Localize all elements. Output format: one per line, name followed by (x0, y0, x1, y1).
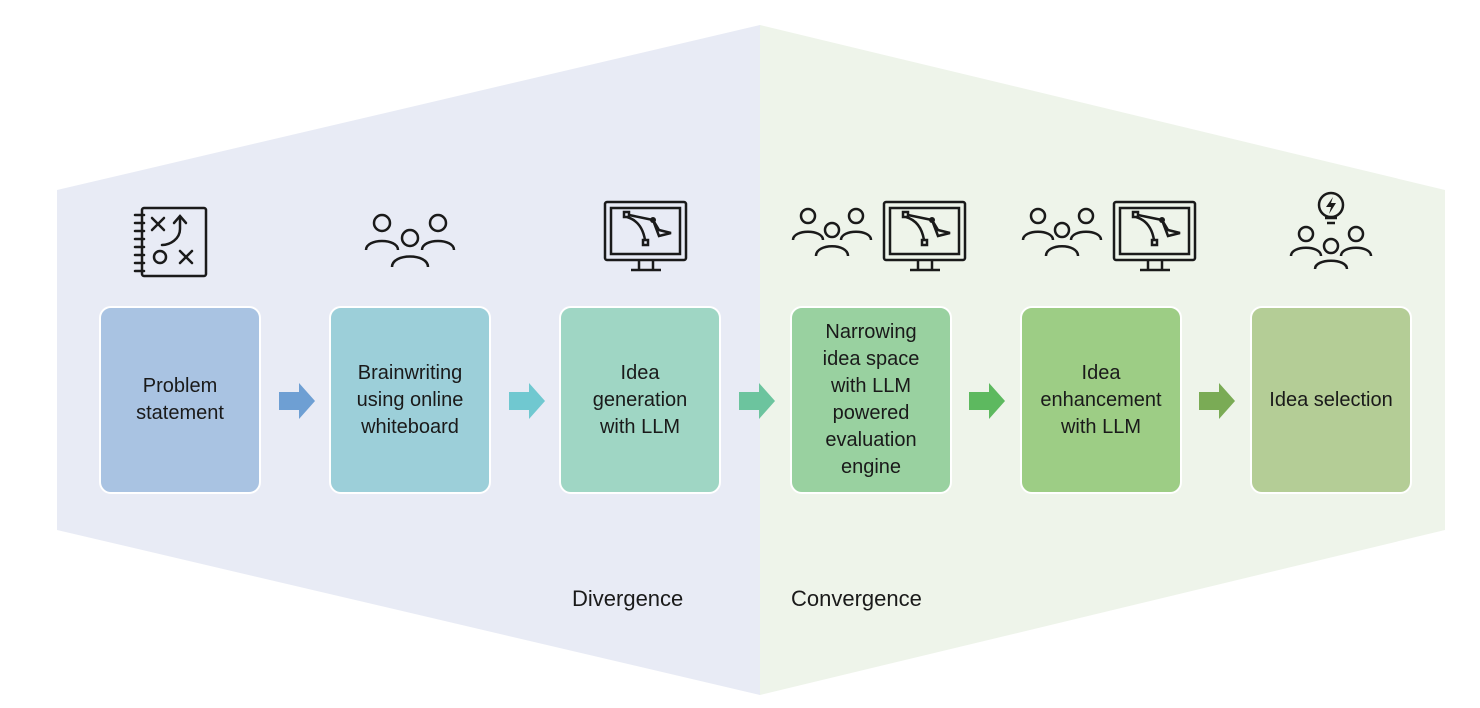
flow-arrow (969, 383, 1005, 419)
step-idea-selection: Idea selection (1250, 306, 1412, 494)
step-label: Brainwriting using online whiteboard (356, 361, 464, 438)
flow-arrow (509, 383, 545, 419)
people-computer-icon (1021, 200, 1197, 272)
people-group-icon (364, 213, 456, 268)
flow-arrow (1199, 383, 1235, 419)
step-problem-statement: Problem statement (99, 306, 261, 494)
people-computer-icon (791, 200, 967, 272)
step-brainwriting: Brainwriting using online whiteboard (329, 306, 491, 494)
step-label: Idea enhancement with LLM (1040, 361, 1162, 438)
step-narrowing-idea-space: Narrowing idea space with LLM powered ev… (790, 306, 952, 494)
convergence-label: Convergence (791, 586, 922, 611)
computer-design-icon (603, 200, 688, 272)
flow-arrow (739, 383, 775, 419)
step-label: Idea generation with LLM (592, 361, 688, 438)
step-label: Problem statement (136, 375, 224, 424)
people-idea-icon (1289, 191, 1373, 270)
flow-arrow (279, 383, 315, 419)
step-idea-generation: Idea generation with LLM (559, 306, 721, 494)
step-idea-enhancement: Idea enhancement with LLM (1020, 306, 1182, 494)
step-label: Narrowing idea space with LLM powered ev… (822, 321, 920, 478)
strategy-board-icon (133, 206, 208, 278)
divergence-label: Divergence (572, 586, 684, 611)
step-label: Idea selection (1269, 388, 1393, 411)
